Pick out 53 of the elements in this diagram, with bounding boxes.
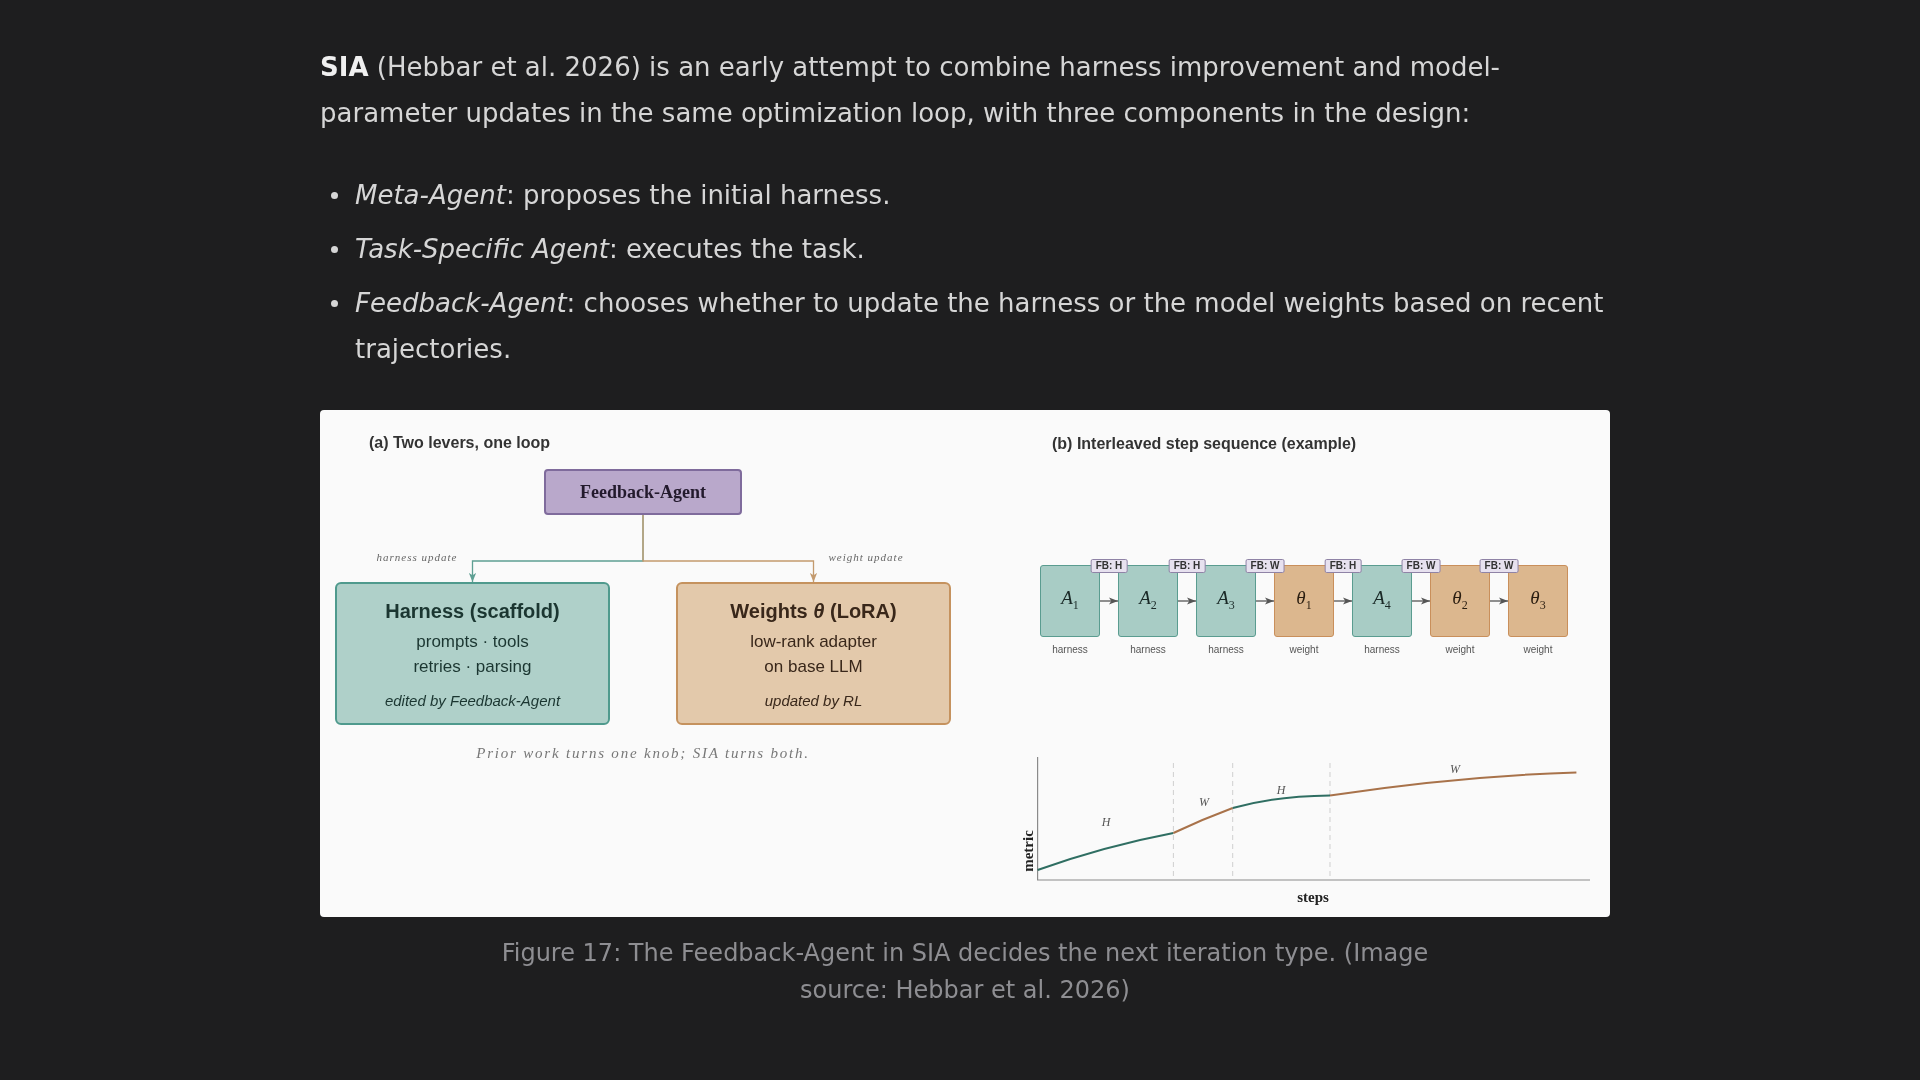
arrow — [1099, 597, 1119, 605]
feedback-tag: FB: H — [1168, 559, 1206, 573]
step-label: A$_{2}$ — [1139, 586, 1157, 614]
step-label: θ$_{2}$ — [1452, 586, 1468, 614]
component-box — [676, 582, 951, 725]
agent-box — [544, 469, 742, 515]
arrow — [1489, 597, 1509, 605]
step-label: θ$_{1}$ — [1296, 586, 1312, 614]
edge-label: harness update — [376, 551, 458, 564]
step-caption: weight — [1289, 644, 1319, 656]
node-note: updated by RL — [764, 691, 863, 711]
feedback-tag: FB: H — [1324, 559, 1362, 573]
step-label: A$_{1}$ — [1061, 586, 1079, 614]
feedback-tag: FB: W — [1479, 559, 1519, 573]
segment-label: W — [1450, 762, 1460, 776]
arrow — [642, 514, 818, 583]
edge-label: weight update — [828, 551, 904, 564]
step-caption: weight — [1445, 644, 1475, 656]
step-caption: harness — [1052, 644, 1088, 656]
arrow — [1255, 597, 1275, 605]
feedback-tag: FB: H — [1090, 559, 1128, 573]
step-caption: harness — [1364, 644, 1400, 656]
bullet-text: Feedback-Agent: chooses whether to update the harness or the model weights based on recent trajectories. — [355, 287, 1605, 366]
arrow — [1177, 597, 1197, 605]
axis-label: metric — [1019, 830, 1037, 872]
feedback-tag: FB: W — [1401, 559, 1441, 573]
component-box — [335, 582, 610, 725]
step-caption: harness — [1208, 644, 1244, 656]
step-caption: weight — [1523, 644, 1553, 656]
axis-label: steps — [1297, 888, 1329, 906]
figure-note: Prior work turns one knob; SIA turns both. — [476, 744, 810, 762]
intro-paragraph: SIA (Hebbar et al. 2026) is an early attempt to combine harness improvement and model-parameter updates in the same optimization loop, with three components in the design: — [320, 51, 1501, 130]
node-text: low-rank adapter on base LLM — [749, 631, 878, 678]
arrow — [1411, 597, 1431, 605]
figure-caption: Figure 17: The Feedback-Agent in SIA decides the next iteration type. (Image source: Hebbar et al. 2026) — [500, 938, 1430, 1006]
arrow — [1333, 597, 1353, 605]
panel-heading: (a) Two levers, one loop — [369, 433, 551, 453]
node-text: prompts · tools retries · parsing — [412, 631, 533, 678]
bullet-text: Meta-Agent: proposes the initial harness. — [355, 179, 891, 212]
node-title: Harness (scaffold) — [385, 599, 560, 623]
segment-label: H — [1101, 815, 1111, 829]
node-title: Feedback-Agent — [580, 481, 706, 503]
segment-label: W — [1199, 795, 1209, 809]
node-note: edited by Feedback-Agent — [384, 691, 561, 711]
feedback-tag: FB: W — [1245, 559, 1285, 573]
step-label: A$_{3}$ — [1217, 586, 1235, 614]
step-label: θ$_{3}$ — [1530, 586, 1546, 614]
panel-heading: (b) Interleaved step sequence (example) — [1052, 434, 1357, 454]
segment-label: H — [1276, 783, 1286, 797]
bullet-text: Task-Specific Agent: executes the task. — [355, 233, 865, 266]
node-title: Weights θ (LoRA) — [730, 599, 897, 623]
step-label: A$_{4}$ — [1373, 586, 1391, 614]
step-caption: harness — [1130, 644, 1166, 656]
